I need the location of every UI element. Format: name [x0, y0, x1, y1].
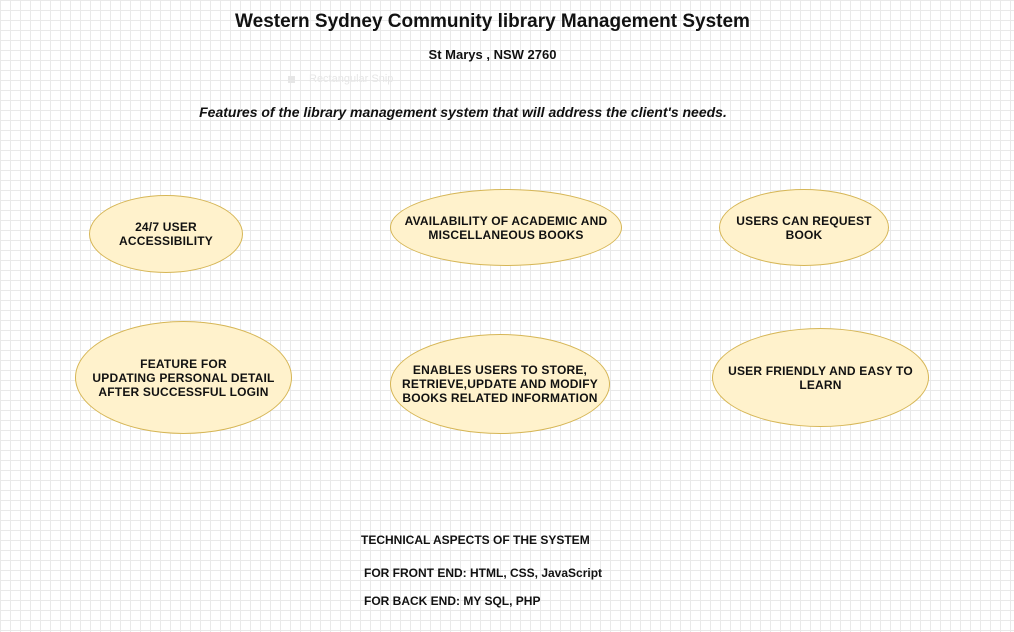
snip-icon: [288, 75, 295, 83]
feature-ellipse-request-book[interactable]: USERS CAN REQUEST BOOK: [719, 189, 889, 266]
ghost-snip-label: Rectangular Snip: [288, 73, 393, 85]
feature-ellipse-manage-books[interactable]: ENABLES USERS TO STORE, RETRIEVE,UPDATE …: [390, 334, 610, 434]
feature-ellipse-accessibility[interactable]: 24/7 USER ACCESSIBILITY: [89, 195, 243, 273]
back-end-line: FOR BACK END: MY SQL, PHP: [364, 594, 541, 608]
feature-ellipse-update-profile[interactable]: FEATURE FOR UPDATING PERSONAL DETAIL AFT…: [75, 321, 292, 434]
location-subtitle: St Marys , NSW 2760: [428, 47, 557, 62]
front-end-line: FOR FRONT END: HTML, CSS, JavaScript: [364, 566, 603, 580]
diagram-title: Western Sydney Community library Managem…: [235, 11, 750, 32]
features-intro: Features of the library management syste…: [199, 104, 727, 120]
feature-ellipse-books-availability[interactable]: AVAILABILITY OF ACADEMIC AND MISCELLANEO…: [390, 189, 622, 266]
ghost-snip-text: Rectangular Snip: [309, 73, 394, 85]
feature-ellipse-user-friendly[interactable]: USER FRIENDLY AND EASY TO LEARN: [712, 328, 929, 427]
technical-heading: TECHNICAL ASPECTS OF THE SYSTEM: [361, 533, 590, 547]
